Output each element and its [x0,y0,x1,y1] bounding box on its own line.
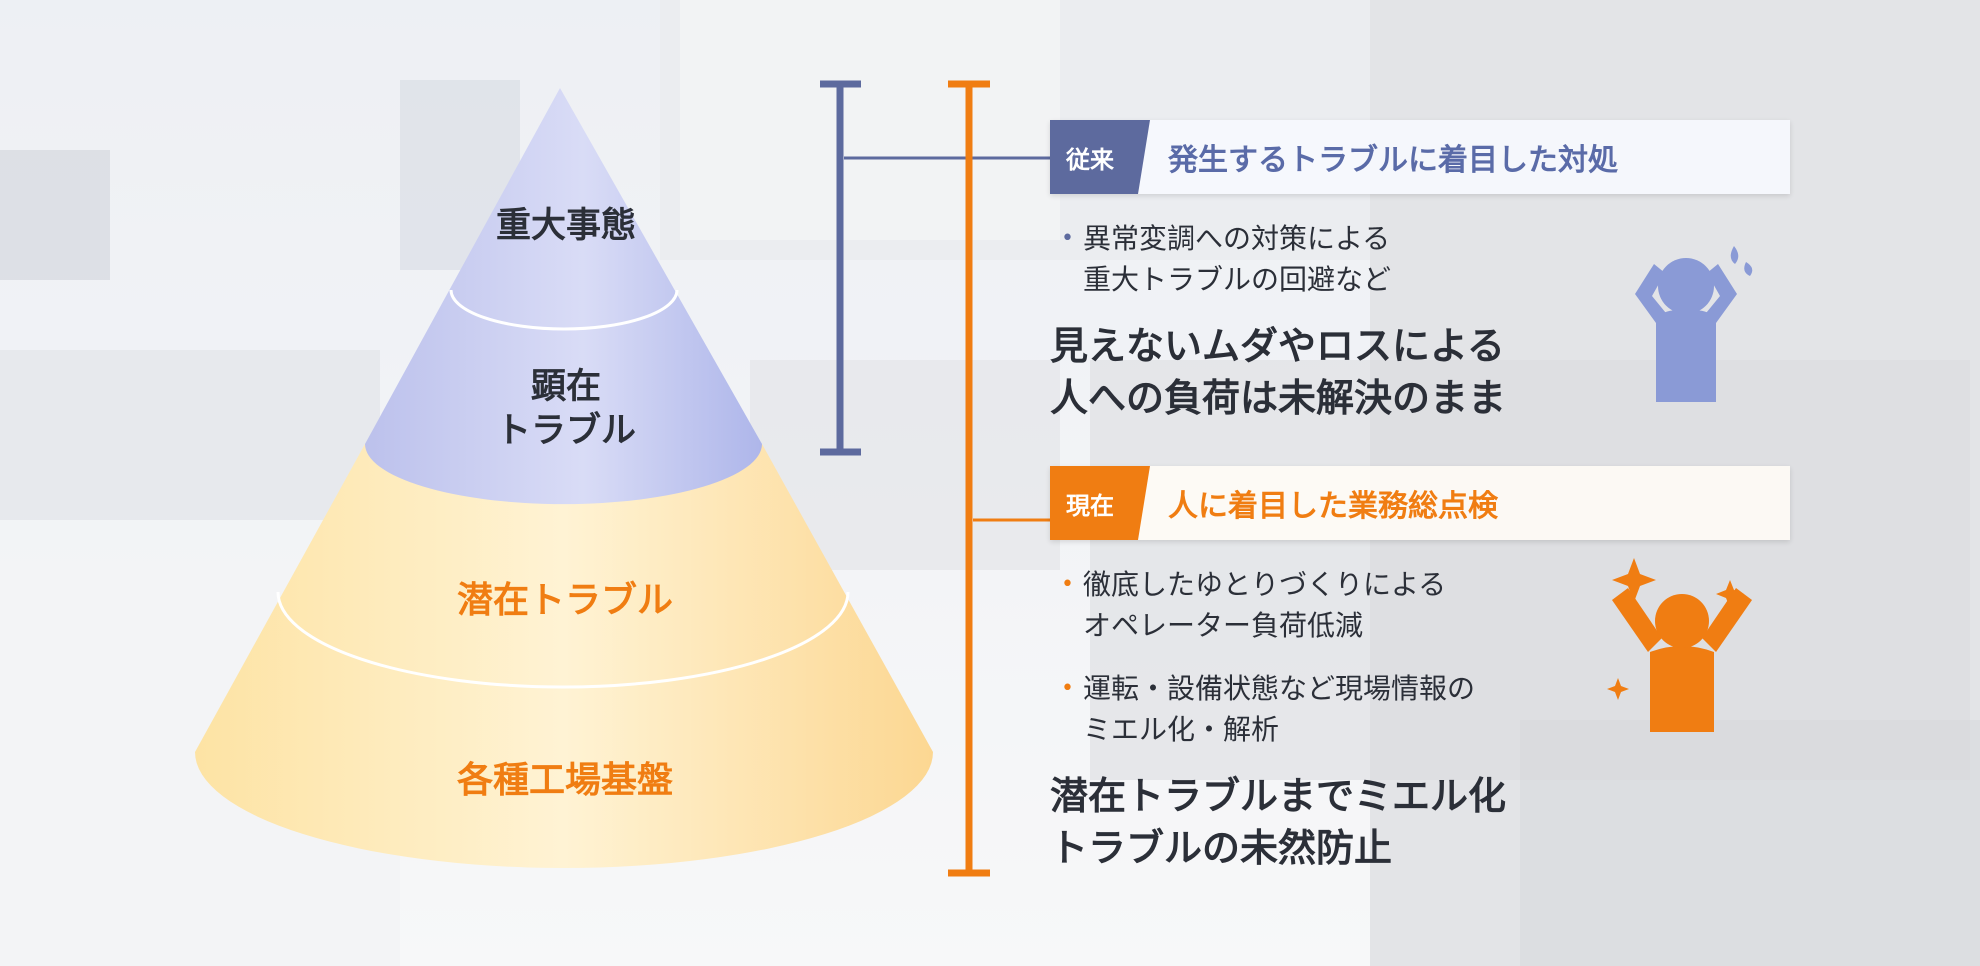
conventional-header: 従来 発生するトラブルに着目した対処 [1050,120,1790,194]
conventional-tag: 従来 [1050,120,1150,194]
bracket-current [948,80,990,877]
current-summary: 潜在トラブルまでミエル化 トラブルの未然防止 [1050,774,1507,870]
layer-label-critical: 重大事態 [495,206,636,246]
conventional-summary: 見えないムダやロスによる 人への負荷は未解決のまま [1050,324,1507,420]
bullet-dot-icon: • [1061,226,1074,251]
current-tag: 現在 [1050,466,1150,540]
cone-upper-section [365,88,762,505]
layer-label-foundation: 各種工場基盤 [456,760,673,801]
stressed-person-icon [1590,228,1780,422]
current-header: 現在 人に着目した業務総点検 [1050,466,1790,540]
cone-divider-2 [276,591,850,689]
happy-person-icon [1590,556,1780,750]
bracket-conventional [820,80,861,456]
cone-divider-1 [449,289,679,331]
layer-label-latent: 潜在トラブル [456,580,673,621]
conventional-title: 発生するトラブルに着目した対処 [1168,143,1618,178]
conventional-bullet-1: • 異常変調への対策による 重大トラブルの回避など [1061,218,1391,300]
current-title: 人に着目した業務総点検 [1168,489,1498,524]
layer-label-apparent: 顕在 トラブル [495,367,636,451]
bullet-dot-icon: • [1061,572,1074,597]
current-bullet-1: • 徹底したゆとりづくりによる オペレーター負荷低減 [1061,564,1446,646]
cone-lower-section [195,444,933,868]
bullet-dot-icon: • [1061,676,1074,701]
current-bullet-2: • 運転・設備状態など現場情報の ミエル化・解析 [1061,668,1475,750]
